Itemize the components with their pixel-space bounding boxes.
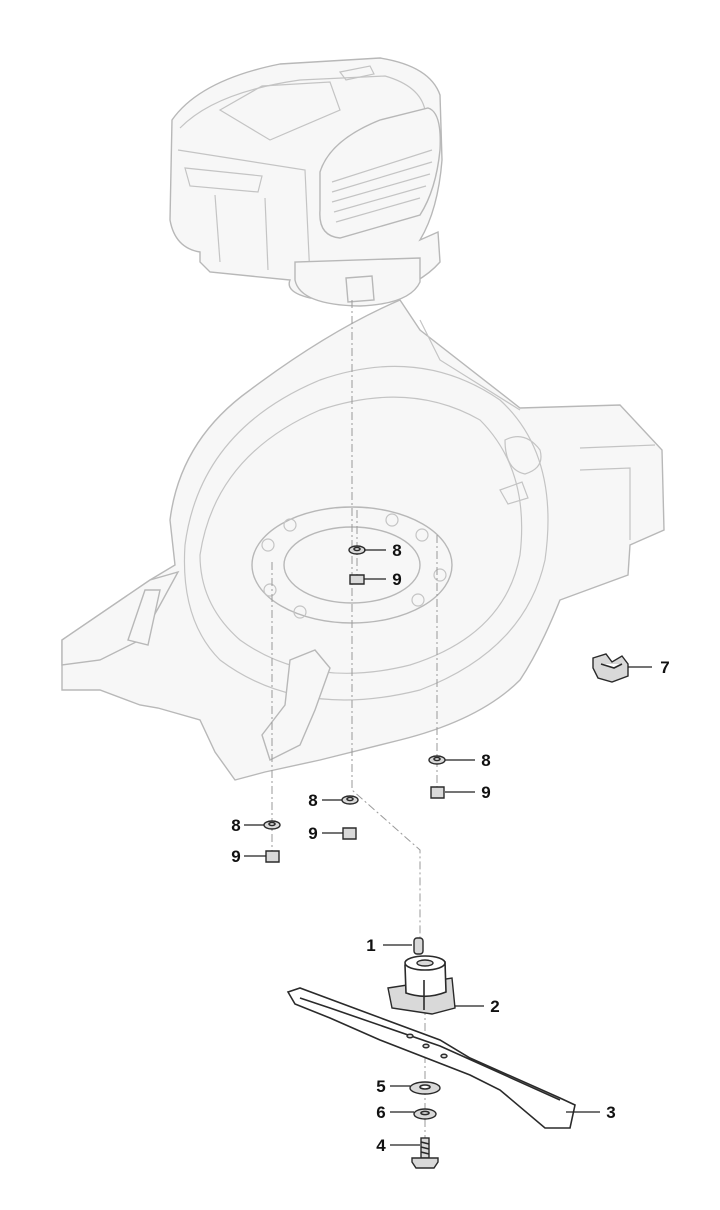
assembly-lines [271, 300, 438, 1160]
mower-deck [61, 299, 665, 781]
nut-9-right [430, 786, 445, 799]
callout-5: 5 [376, 1077, 385, 1096]
callout-9-right: 9 [481, 783, 490, 802]
part-6-spring-washer [413, 1108, 437, 1120]
callout-9-center: 9 [392, 570, 401, 589]
washer-8-right [428, 755, 446, 765]
washer-8-center [348, 545, 366, 555]
part-3-blade [286, 987, 576, 1129]
callout-3: 3 [606, 1103, 615, 1122]
callout-8-middle: 8 [308, 791, 317, 810]
callout-8-right: 8 [481, 751, 490, 770]
callout-6: 6 [376, 1103, 385, 1122]
nut-9-middle [342, 827, 357, 840]
callout-7: 7 [660, 658, 669, 677]
washer-8-middle [341, 795, 359, 805]
part-7-clip [592, 653, 629, 683]
part-5-washer [409, 1081, 441, 1095]
nut-9-left [265, 850, 280, 863]
callout-9-middle: 9 [308, 824, 317, 843]
callout-8-center: 8 [392, 541, 401, 560]
part-2-blade-adapter [387, 955, 456, 1015]
callout-9-left: 9 [231, 847, 240, 866]
motor-housing [169, 57, 443, 307]
callout-leaders [244, 549, 652, 1146]
part-1-key [413, 937, 424, 955]
callout-4: 4 [376, 1136, 386, 1155]
callout-8-left: 8 [231, 816, 240, 835]
washer-8-left [263, 820, 281, 830]
part-4-bolt [411, 1137, 439, 1169]
callout-2: 2 [490, 997, 499, 1016]
callout-1: 1 [366, 936, 375, 955]
callout-numbers: 1 2 3 4 5 6 7 8 9 8 9 8 9 8 9 [231, 541, 669, 1155]
nut-9-center [349, 574, 365, 585]
